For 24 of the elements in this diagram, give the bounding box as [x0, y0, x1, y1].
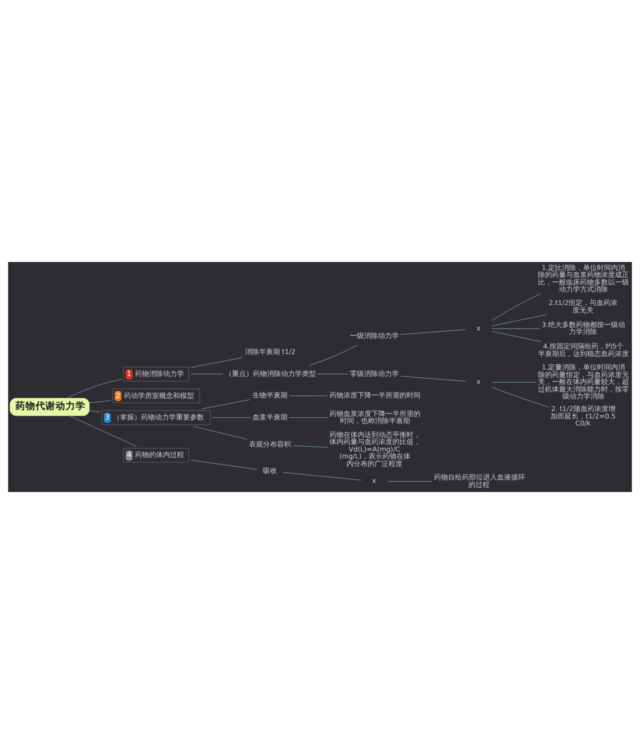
connector: [492, 293, 541, 320]
connector: [192, 426, 248, 440]
connector: [400, 328, 466, 334]
node-box: 药物代谢动力学: [10, 398, 90, 416]
connector: [400, 375, 466, 382]
connector: [190, 373, 224, 374]
connector: [289, 395, 328, 396]
connector: [89, 400, 111, 403]
connector: [212, 416, 251, 418]
connector: [316, 373, 348, 374]
connector: [492, 314, 547, 326]
connector: [89, 410, 100, 412]
connector: [492, 386, 549, 407]
connector: [387, 480, 432, 482]
connector: [190, 459, 258, 470]
connector: [492, 330, 542, 342]
connector: [69, 414, 137, 446]
connector: [292, 444, 328, 448]
connector: [66, 378, 122, 398]
connector: [190, 356, 244, 368]
connector: [289, 416, 328, 418]
connector: [309, 344, 358, 366]
connector: [202, 398, 251, 409]
connector: [282, 472, 362, 480]
